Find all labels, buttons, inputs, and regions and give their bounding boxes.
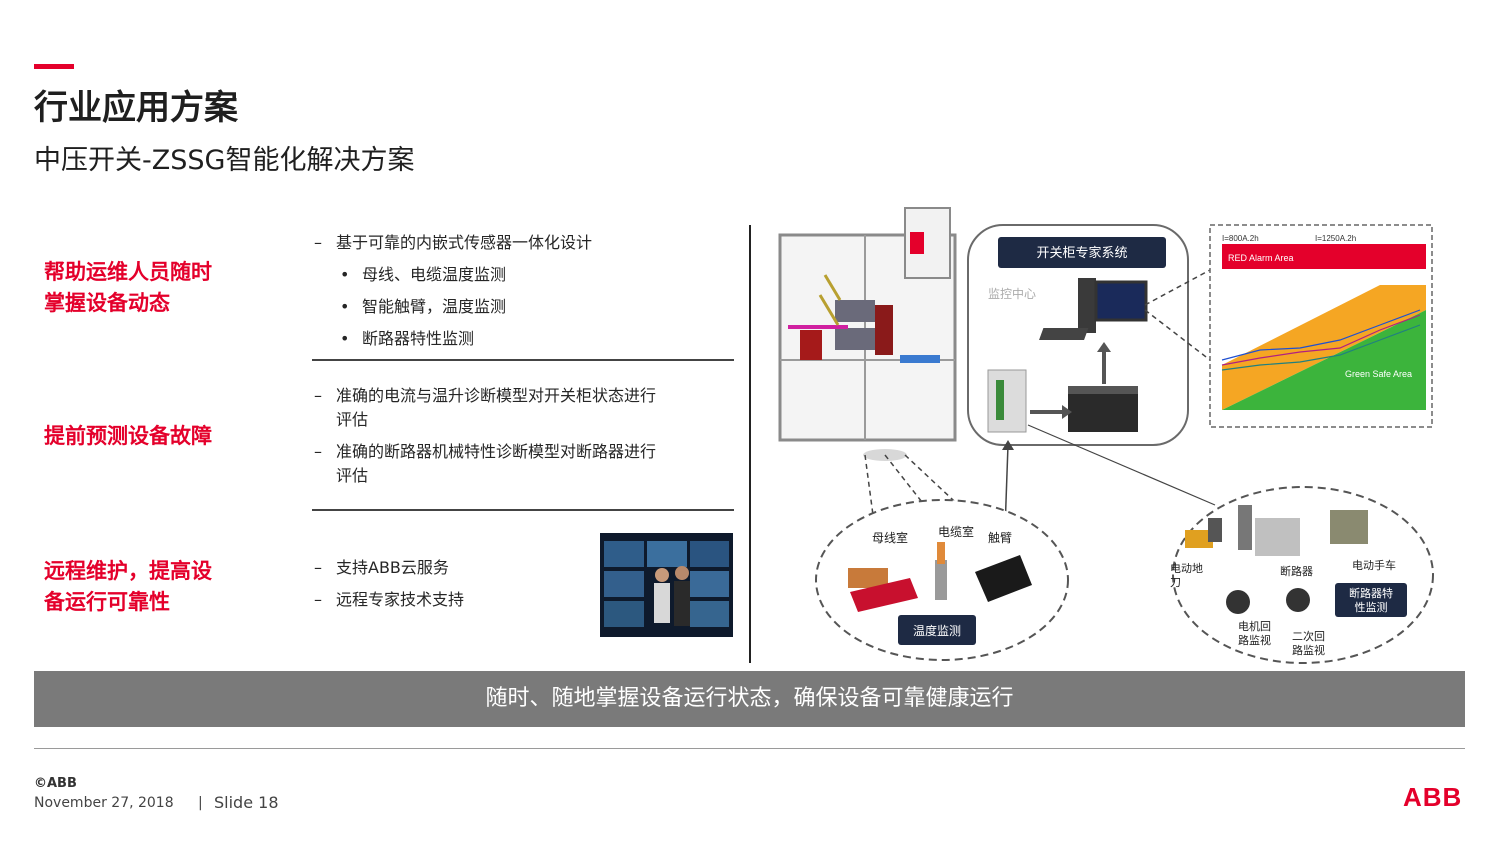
breaker-char-label-1: 断路器特 bbox=[1349, 586, 1393, 600]
footer-divider bbox=[34, 748, 1465, 749]
section-2-label: 提前预测设备故障 bbox=[44, 421, 212, 452]
page-title: 行业应用方案 bbox=[34, 88, 238, 128]
vertical-divider bbox=[749, 225, 751, 663]
list-item: •智能触臂，温度监测 bbox=[340, 297, 507, 316]
list-item: –支持ABB云服务 bbox=[314, 558, 449, 577]
list-item: –基于可靠的内嵌式传感器一体化设计 bbox=[314, 233, 593, 252]
expert-system-label: 开关柜专家系统 bbox=[1036, 245, 1127, 261]
monitor-center-label: 监控中心 bbox=[988, 286, 1036, 301]
list-item: –准确的电流与温升诊断模型对开关柜状态进行 bbox=[314, 386, 657, 405]
breaker-char-label-2: 性监测 bbox=[1355, 600, 1388, 614]
list-item-continuation: 评估 bbox=[336, 466, 369, 485]
chart-top-label-2: I=1250A.2h bbox=[1315, 234, 1356, 243]
system-diagram: 开关柜专家系统 监控中心 RED Alarm Area I=800A.2h I=… bbox=[760, 200, 1470, 668]
section-3-label: 远程维护，提高设 备运行可靠性 bbox=[44, 556, 212, 618]
motor-circuit-label-2: 路监视 bbox=[1238, 633, 1271, 647]
secondary-circuit-label-2: 路监视 bbox=[1292, 643, 1325, 657]
section-1-label-line-2: 掌握设备动态 bbox=[44, 291, 170, 315]
list-item: •母线、电缆温度监测 bbox=[340, 265, 507, 284]
yellow-warning-label-1: Yellow Warning bbox=[1226, 299, 1287, 309]
section-3-label-line-1: 远程维护，提高设 bbox=[44, 559, 212, 583]
motor-circuit-label-1: 电机回 bbox=[1238, 619, 1271, 633]
section-3-label-line-2: 备运行可靠性 bbox=[44, 590, 170, 614]
secondary-circuit-label-1: 二次回 bbox=[1292, 629, 1325, 643]
section-3-list: –支持ABB云服务 –远程专家技术支持 bbox=[314, 552, 584, 616]
list-item: –准确的断路器机械特性诊断模型对断路器进行 bbox=[314, 442, 657, 461]
temp-monitor-label: 温度监测 bbox=[913, 623, 961, 638]
green-safe-label: Green Safe Area bbox=[1345, 369, 1412, 379]
divider bbox=[312, 509, 734, 511]
divider bbox=[312, 359, 734, 361]
summary-banner: 随时、随地掌握设备运行状态，确保设备可靠健康运行 bbox=[34, 671, 1465, 727]
copyright: ©ABB bbox=[34, 776, 77, 791]
section-1-label: 帮助运维人员随时 掌握设备动态 bbox=[44, 257, 212, 319]
earth-switch-label-1: 电动地 bbox=[1170, 562, 1203, 575]
section-2-list: –准确的电流与温升诊断模型对开关柜状态进行 评估 –准确的断路器机械特性诊断模型… bbox=[314, 384, 734, 488]
abb-logo: ABB bbox=[1403, 782, 1463, 812]
list-item-continuation: 评估 bbox=[336, 410, 369, 429]
footer-separator: | bbox=[198, 795, 203, 811]
chart-top-label-1: I=800A.2h bbox=[1222, 234, 1259, 243]
section-1-label-line-1: 帮助运维人员随时 bbox=[44, 260, 212, 284]
control-room-photo bbox=[600, 533, 733, 637]
contact-arm-label: 触臂 bbox=[988, 531, 1012, 545]
red-alarm-label: RED Alarm Area bbox=[1228, 253, 1294, 263]
earth-switch-label-2: 刀 bbox=[1170, 576, 1181, 589]
yellow-warning-label-2: Area bbox=[1226, 311, 1245, 321]
busbar-room-label: 母线室 bbox=[872, 530, 908, 545]
footer-date: November 27, 2018 bbox=[34, 795, 174, 811]
accent-bar bbox=[34, 64, 74, 69]
section-2-label-line-1: 提前预测设备故障 bbox=[44, 424, 212, 448]
page-subtitle: 中压开关-ZSSG智能化解决方案 bbox=[34, 145, 415, 176]
cable-room-label: 电缆室 bbox=[938, 524, 974, 539]
motor-truck-label: 电动手车 bbox=[1352, 558, 1396, 572]
list-item: •断路器特性监测 bbox=[340, 329, 475, 348]
breaker-label: 断路器 bbox=[1280, 564, 1313, 578]
section-1-list: –基于可靠的内嵌式传感器一体化设计 •母线、电缆温度监测 •智能触臂，温度监测 … bbox=[314, 227, 734, 355]
slide-number: Slide 18 bbox=[214, 793, 279, 812]
list-item: –远程专家技术支持 bbox=[314, 590, 465, 609]
